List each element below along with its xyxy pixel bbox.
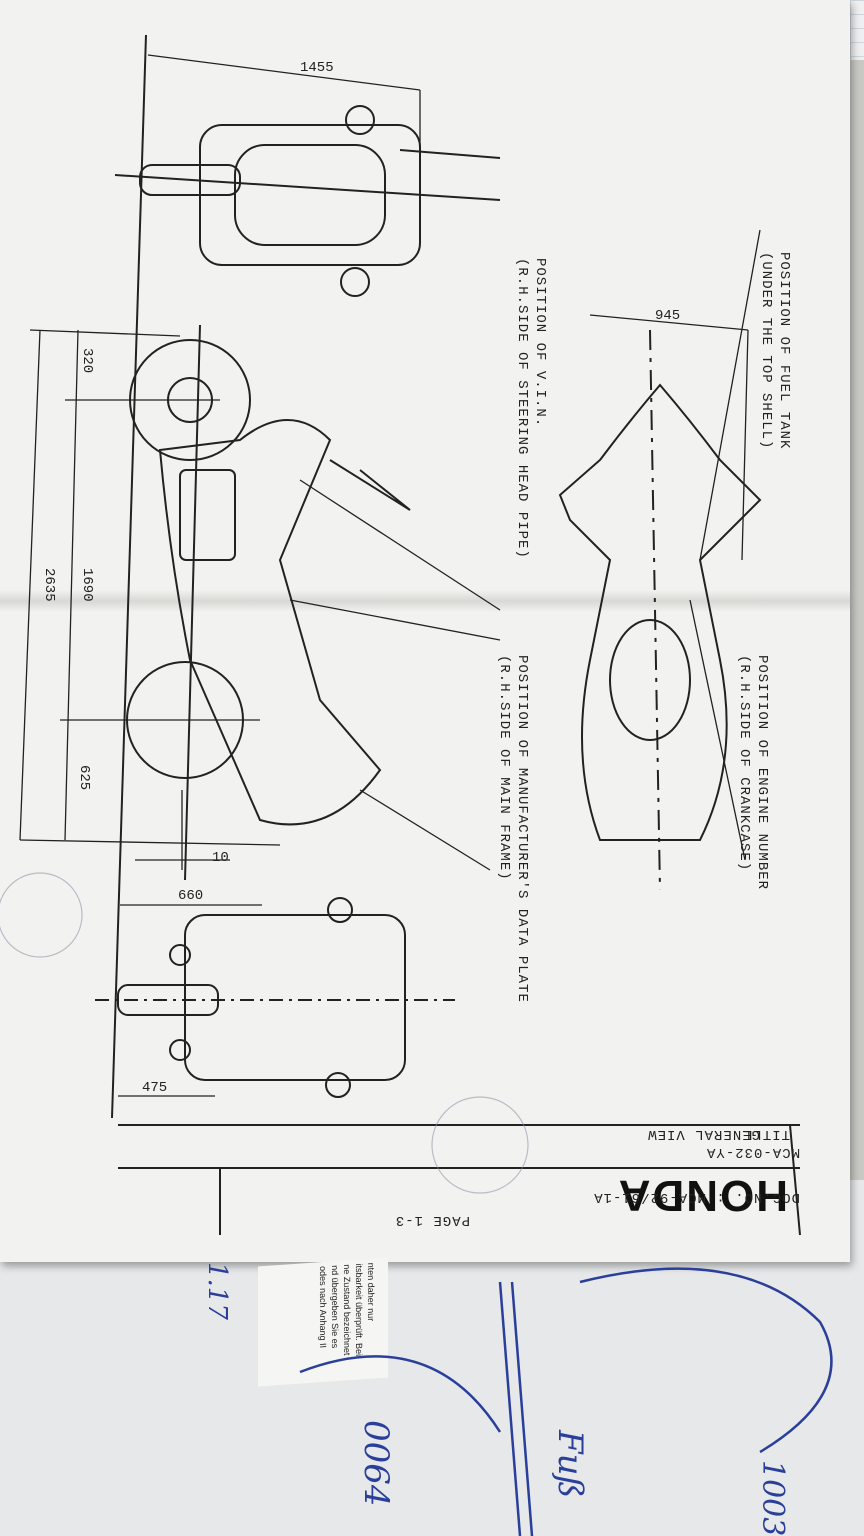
data-plate-label: POSITION OF MANUFACTURER'S DATA PLATE: [514, 655, 530, 1003]
faint-stamps: [0, 872, 529, 1194]
dim-rear-overhang: 625: [76, 765, 92, 791]
dim-rear-width: 660: [178, 888, 204, 904]
doc-number: DOC.NO. : MCA-92/61-1A: [593, 1189, 800, 1205]
dim-width-top: 945: [655, 308, 681, 324]
engine-number-label: POSITION OF ENGINE NUMBER: [754, 655, 770, 891]
engine-number-note: (R.H.SIDE OF CRANKCASE): [736, 655, 752, 872]
handwriting-c: Fuß: [550, 1430, 590, 1499]
dimension-lines: [19, 54, 749, 1097]
side-view-drawing: [126, 324, 411, 881]
paper-fold: [0, 590, 850, 612]
data-plate-note: (R.H.SIDE OF MAIN FRAME): [496, 655, 512, 881]
dim-wheelbase: 1690: [79, 568, 95, 602]
handwriting-strokes: [299, 1267, 833, 1536]
vin-note: (R.H.SIDE OF STEERING HEAD PIPE): [514, 258, 530, 559]
dim-rear-offset: 10: [212, 850, 229, 866]
front-view-drawing: [114, 105, 501, 297]
leader-lines: [289, 229, 761, 871]
document-sheet: POSITION OF FUEL TANK (UNDER THE TOP SHE…: [0, 0, 850, 1262]
handwriting-b: 0064: [356, 1420, 396, 1507]
fuel-tank-note: (UNDER THE TOP SHELL): [758, 252, 774, 450]
title-value: GENERAL VIEW: [647, 1126, 760, 1142]
fuel-tank-label: POSITION OF FUEL TANK: [776, 252, 792, 450]
top-view-drawing: [558, 329, 762, 891]
dim-width-front: 1455: [300, 60, 334, 76]
dim-overall-length: 2635: [41, 568, 57, 602]
dim-rear-lower: 475: [142, 1080, 168, 1096]
handwriting-d: 1003: [755, 1460, 790, 1536]
dim-front-overhang: 320: [79, 348, 95, 374]
technical-drawing: [0, 34, 801, 1236]
page-number: PAGE 1-3: [394, 1212, 470, 1228]
handwriting-a: 1.17: [202, 1262, 232, 1320]
vin-label: POSITION OF V.I.N.: [532, 258, 548, 428]
model-code: MCA-032-YA: [705, 1144, 800, 1160]
ground-line: [111, 34, 147, 1119]
rear-view-drawing: [95, 897, 455, 1098]
